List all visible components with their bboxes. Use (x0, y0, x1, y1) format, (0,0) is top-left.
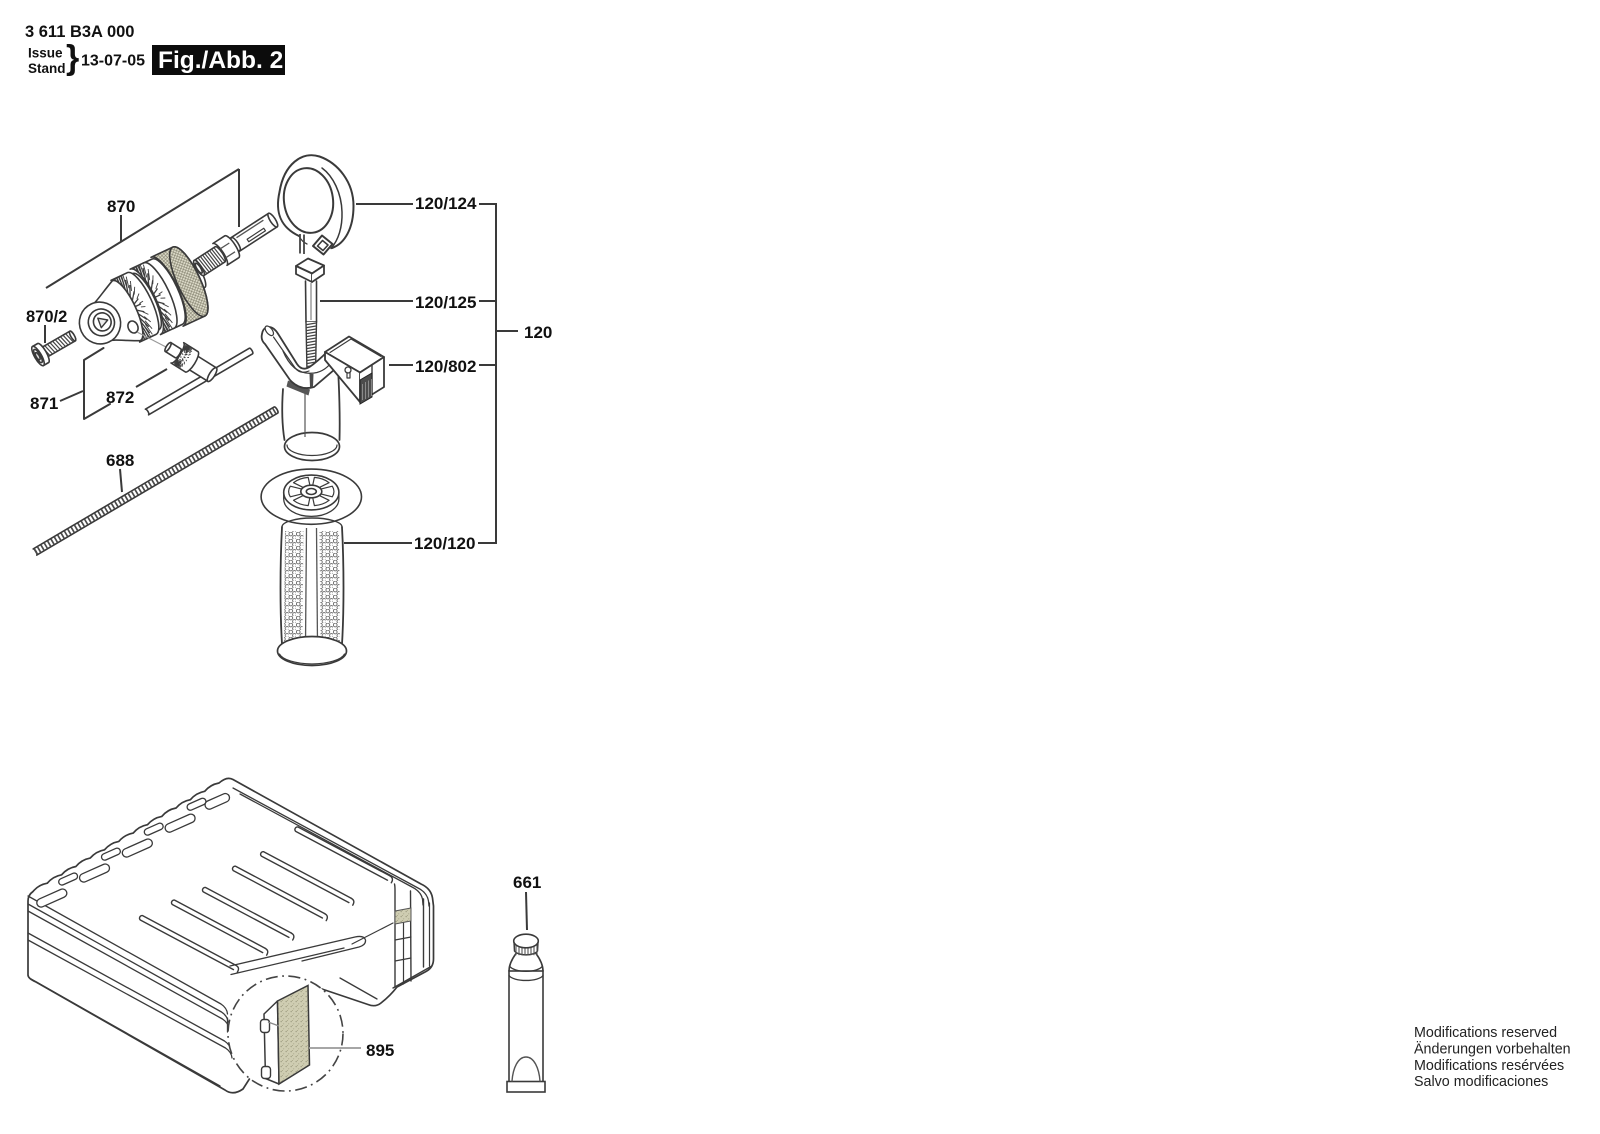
svg-text:120/802: 120/802 (415, 357, 476, 376)
svg-text:Modifications resérvées: Modifications resérvées (1414, 1058, 1564, 1074)
svg-text:871: 871 (30, 394, 58, 413)
svg-text:Modifications reserved: Modifications reserved (1414, 1025, 1557, 1041)
svg-text:Fig./Abb. 2: Fig./Abb. 2 (158, 47, 283, 74)
svg-text:895: 895 (366, 1041, 394, 1060)
svg-text:120/125: 120/125 (415, 293, 476, 312)
svg-text:}: } (66, 39, 79, 77)
svg-text:Salvo modificaciones: Salvo modificaciones (1414, 1074, 1548, 1090)
svg-text:120: 120 (524, 323, 552, 342)
svg-text:688: 688 (106, 451, 134, 470)
svg-text:Änderungen vorbehalten: Änderungen vorbehalten (1414, 1040, 1571, 1057)
svg-text:120/124: 120/124 (415, 194, 477, 213)
svg-text:870/2: 870/2 (26, 308, 67, 326)
svg-text:Issue: Issue (28, 46, 63, 61)
svg-text:13-07-05: 13-07-05 (81, 53, 145, 70)
svg-text:661: 661 (513, 873, 541, 892)
svg-text:870: 870 (107, 197, 135, 216)
svg-text:872: 872 (106, 388, 134, 407)
svg-text:Stand: Stand (28, 61, 66, 76)
svg-text:120/120: 120/120 (414, 534, 475, 553)
svg-text:3 611 B3A 000: 3 611 B3A 000 (25, 23, 134, 41)
